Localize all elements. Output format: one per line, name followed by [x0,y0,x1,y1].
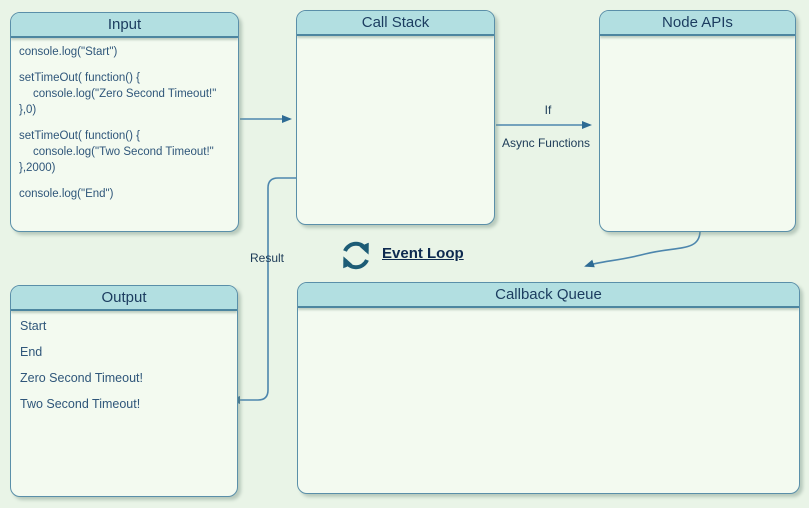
code-line: console.log("Start") [19,46,118,58]
event-loop-label: Event Loop [382,245,464,262]
code-line: },0) [19,104,37,116]
async-functions-label: Async Functions [501,136,591,150]
event-loop-icon-top-arc [343,241,369,255]
input-code-block: console.log("Start") setTimeOut( functio… [11,38,238,208]
output-line: End [20,345,43,359]
nodeapis-to-callback-queue-arrow [584,231,701,268]
call-stack-panel-title: Call Stack [297,11,494,36]
code-line: console.log("Zero Second Timeout!" [33,88,217,100]
input-panel: Input console.log("Start") setTimeOut( f… [10,12,239,232]
output-line: Start [20,319,47,333]
output-line: Two Second Timeout! [20,397,141,411]
event-loop-icon [343,241,369,270]
code-line: console.log("End") [19,188,114,200]
if-label: If [544,103,552,117]
event-loop-icon-bottom-arc [343,256,369,270]
input-panel-title: Input [11,13,238,38]
code-line: console.log("Two Second Timeout!" [33,146,214,158]
callback-queue-panel-title: Callback Queue [298,283,799,308]
callback-queue-panel: Callback Queue [297,282,800,494]
output-panel: Output Start End Zero Second Timeout! Tw… [10,285,238,497]
result-label: Result [249,251,284,265]
node-apis-panel: Node APIs [599,10,796,232]
call-stack-panel: Call Stack [296,10,495,225]
callstack-to-output-result-arrow [230,177,296,404]
node-apis-panel-title: Node APIs [600,11,795,36]
code-line: setTimeOut( function() { [19,130,141,142]
output-lines: Start End Zero Second Timeout! Two Secon… [11,311,237,433]
code-line: },2000) [19,162,56,174]
output-panel-title: Output [11,286,237,311]
code-line: setTimeOut( function() { [19,72,141,84]
output-line: Zero Second Timeout! [20,371,143,385]
